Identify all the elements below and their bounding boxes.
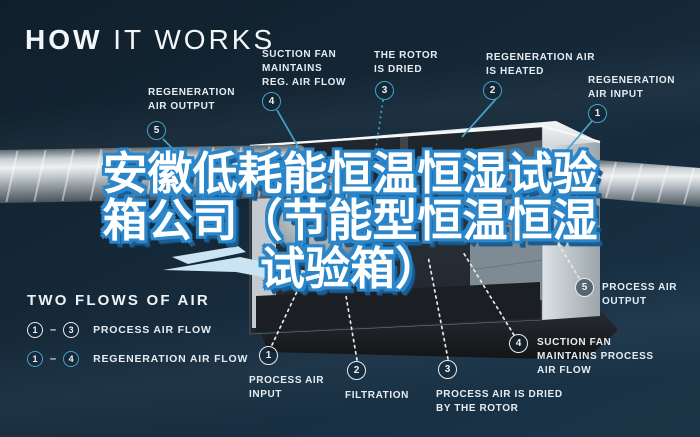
legend-circle-from: 1 xyxy=(27,351,43,367)
connector-process-2 xyxy=(345,295,358,361)
callout-label-process-air-output: PROCESS AIR OUTPUT xyxy=(602,282,678,307)
swoosh-arrow xyxy=(163,246,336,290)
callout-label-suction-fan-reg: SUCTION FAN MAINTAINS REG. AIR FLOW xyxy=(262,49,347,88)
title-light: IT WORKS xyxy=(102,24,276,55)
chinese-overlay-text: 安徽低耗能恒温恒湿试验 箱公司（节能型恒温恒湿 试验箱） xyxy=(0,150,700,292)
connector-regen-1 xyxy=(545,120,593,175)
legend-dash: – xyxy=(50,324,57,336)
overlay-line-2: 箱公司（节能型恒温恒湿 xyxy=(102,195,598,247)
legend-title: TWO FLOWS OF AIR xyxy=(27,292,210,309)
overlay-line-3: 试验箱） xyxy=(259,242,440,294)
callout-badge-regen-2: 2 xyxy=(483,81,502,100)
connector-regen-4 xyxy=(276,109,333,207)
callout-badge-regen-3: 3 xyxy=(375,81,394,100)
right-air-duct xyxy=(598,160,700,207)
callout-label-regen-air-heated: REGENERATION AIR IS HEATED xyxy=(486,52,596,77)
legend-circle-from: 1 xyxy=(27,322,43,338)
legend-label-regen: REGENERATION AIR FLOW xyxy=(93,353,249,365)
connector-process-3 xyxy=(427,255,449,360)
legend-label-process: PROCESS AIR FLOW xyxy=(93,324,212,336)
callout-label-process-air-input: PROCESS AIR INPUT xyxy=(249,375,325,400)
callout-badge-process-4: 4 xyxy=(509,334,528,353)
callout-badge-regen-5: 5 xyxy=(147,121,166,140)
callout-label-filtration: FILTRATION xyxy=(345,390,409,401)
callout-label-rotor-dried: THE ROTOR IS DRIED xyxy=(374,50,439,75)
legend-row-process: 1 – 3 PROCESS AIR FLOW xyxy=(27,322,248,338)
callout-badge-process-1: 1 xyxy=(259,346,278,365)
connector-regen-2 xyxy=(461,98,497,138)
legend-circle-to: 4 xyxy=(63,351,80,367)
cabinet-floor xyxy=(256,282,540,332)
callout-badge-regen-1: 1 xyxy=(588,104,607,123)
connector-regen-5 xyxy=(162,138,229,205)
legend-dash: – xyxy=(50,353,57,365)
title-bold: HOW xyxy=(25,24,103,55)
left-air-duct xyxy=(0,144,307,203)
legend-row-regen: 1 – 4 REGENERATION AIR FLOW xyxy=(27,351,248,367)
callout-badge-process-5: 5 xyxy=(575,278,594,297)
connector-process-4 xyxy=(462,251,515,336)
callout-badge-process-3: 3 xyxy=(438,360,457,379)
callout-badge-regen-4: 4 xyxy=(262,92,281,111)
page-title: HOW IT WORKS xyxy=(25,24,275,56)
callout-label-regen-air-output: REGENERATION AIR OUTPUT xyxy=(148,87,236,112)
callout-label-process-air-dried: PROCESS AIR IS DRIED BY THE ROTOR xyxy=(436,389,563,414)
overlay-line-1: 安徽低耗能恒温恒湿试验 xyxy=(102,148,598,199)
legend-two-flows: TWO FLOWS OF AIR 1 – 3 PROCESS AIR FLOW … xyxy=(27,292,248,380)
callout-label-regen-air-input: REGENERATION AIR INPUT xyxy=(588,75,676,100)
callout-label-suction-fan-process: SUCTION FAN MAINTAINS PROCESS AIR FLOW xyxy=(537,337,654,376)
callout-badge-process-2: 2 xyxy=(347,361,366,380)
legend-circle-to: 3 xyxy=(63,322,80,338)
connector-process-5 xyxy=(552,234,580,279)
